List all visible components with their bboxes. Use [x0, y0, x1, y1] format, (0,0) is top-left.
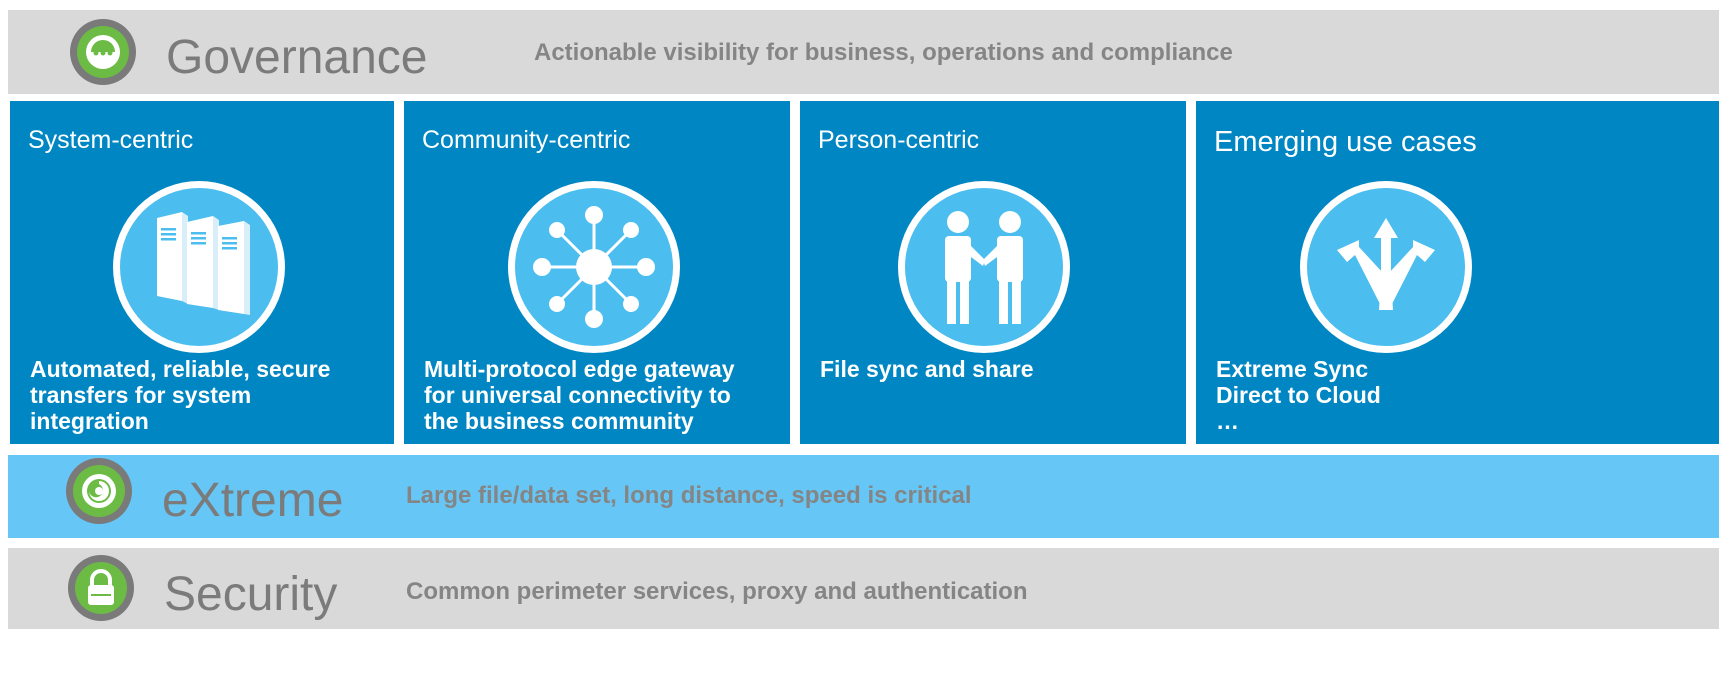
card-description-line: for universal connectivity to — [424, 382, 731, 408]
card-description-line: File sync and share — [820, 356, 1034, 382]
security-band: Security Common perimeter services, prox… — [8, 548, 1719, 629]
card-description-line: Multi-protocol edge gateway — [424, 356, 735, 382]
server-racks-icon — [113, 181, 285, 353]
spiral-icon — [66, 458, 132, 524]
governance-description: Actionable visibility for business, oper… — [534, 39, 1233, 66]
extreme-title: eXtreme — [162, 474, 344, 527]
card-title: Community-centric — [422, 126, 631, 154]
padlock-icon — [68, 555, 134, 621]
card-title: Emerging use cases — [1214, 126, 1477, 158]
card-community-centric: Community-centric — [404, 101, 790, 444]
gauge-icon — [70, 19, 136, 85]
card-description-line: integration — [30, 408, 149, 434]
governance-band: Governance Actionable visibility for bus… — [8, 10, 1719, 94]
security-title: Security — [164, 568, 338, 621]
card-description-line: transfers for system — [30, 382, 252, 408]
card-description: Automated, reliable, secure transfers fo… — [30, 356, 370, 434]
card-title: Person-centric — [818, 126, 980, 154]
card-description-line: … — [1216, 408, 1239, 434]
diverging-arrows-icon — [1300, 181, 1472, 353]
hub-network-icon — [508, 181, 680, 353]
governance-title: Governance — [166, 31, 428, 84]
extreme-description: Large file/data set, long distance, spee… — [406, 482, 972, 509]
card-person-centric: Person-centric File sync and share — [800, 101, 1186, 444]
card-description-line: the business community — [424, 408, 694, 434]
card-description-line: Extreme Sync — [1216, 356, 1369, 382]
card-emerging-use-cases: Emerging use cases Extreme Sync Direct t… — [1196, 101, 1719, 444]
card-description: File sync and share — [820, 356, 1160, 382]
card-title: System-centric — [28, 126, 194, 154]
security-description: Common perimeter services, proxy and aut… — [406, 578, 1028, 605]
handshake-people-icon — [898, 181, 1070, 353]
card-description: Extreme Sync Direct to Cloud … — [1216, 356, 1556, 434]
card-system-centric: System-centric Automated, reliable, secu… — [10, 101, 394, 444]
extreme-band: eXtreme Large file/data set, long distan… — [8, 455, 1719, 538]
card-description-line: Direct to Cloud — [1216, 382, 1381, 408]
card-description: Multi-protocol edge gateway for universa… — [424, 356, 764, 434]
card-description-line: Automated, reliable, secure — [30, 356, 331, 382]
